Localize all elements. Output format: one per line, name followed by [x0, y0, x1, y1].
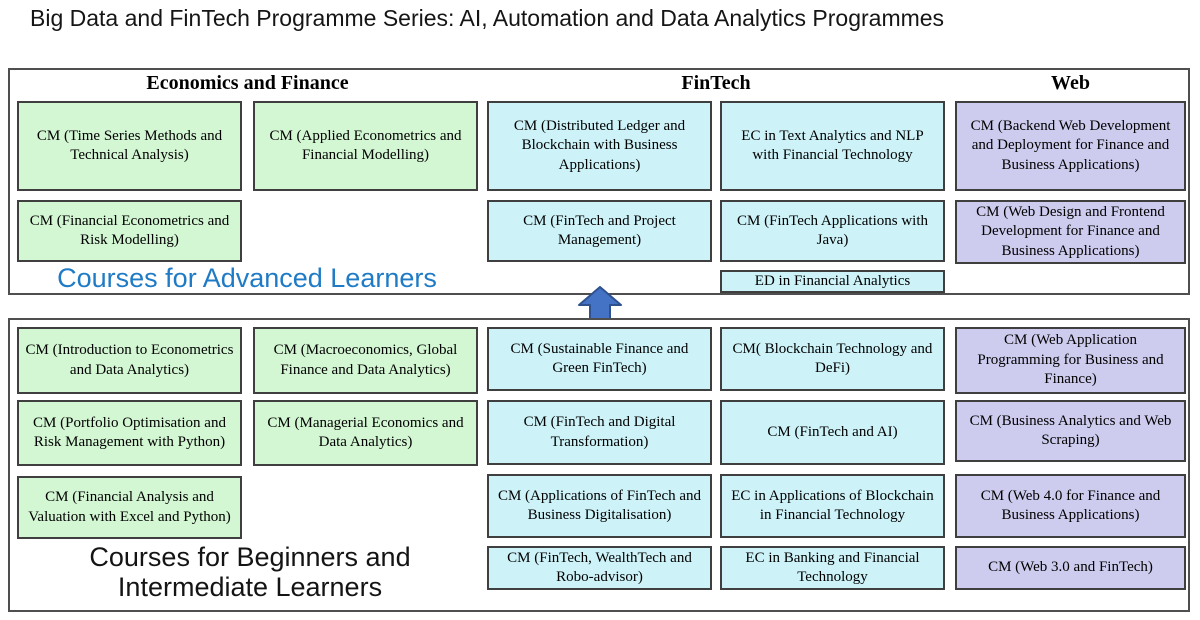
course-box: ED in Financial Analytics: [720, 270, 945, 293]
course-box: CM (Portfolio Optimisation and Risk Mana…: [17, 400, 242, 466]
course-box: CM (FinTech Applications with Java): [720, 200, 945, 262]
course-box: EC in Text Analytics and NLP with Financ…: [720, 101, 945, 191]
course-box: EC in Applications of Blockchain in Fina…: [720, 474, 945, 538]
course-box: CM (Applications of FinTech and Business…: [487, 474, 712, 538]
course-box: CM (Web Design and Frontend Development …: [955, 200, 1186, 264]
column-header-web: Web: [1051, 72, 1090, 94]
column-header-fintech: FinTech: [681, 72, 751, 94]
column-header-economics: Economics and Finance: [146, 72, 349, 94]
course-box: CM (Web Application Programming for Busi…: [955, 327, 1186, 394]
course-box: CM (Financial Analysis and Valuation wit…: [17, 476, 242, 539]
course-box: CM (Web 4.0 for Finance and Business App…: [955, 474, 1186, 538]
course-box: CM (Financial Econometrics and Risk Mode…: [17, 200, 242, 262]
course-box: CM (Introduction to Econometrics and Dat…: [17, 327, 242, 394]
course-box: CM( Blockchain Technology and DeFi): [720, 327, 945, 391]
course-box: CM (Sustainable Finance and Green FinTec…: [487, 327, 712, 391]
course-box: CM (Business Analytics and Web Scraping): [955, 400, 1186, 462]
course-box: CM (Managerial Economics and Data Analyt…: [253, 400, 478, 466]
advanced-learners-label: Courses for Advanced Learners: [57, 263, 437, 293]
course-box: CM (Applied Econometrics and Financial M…: [253, 101, 478, 191]
course-box: CM (Time Series Methods and Technical An…: [17, 101, 242, 191]
course-box: CM (FinTech, WealthTech and Robo-advisor…: [487, 546, 712, 590]
course-box: CM (Macroeconomics, Global Finance and D…: [253, 327, 478, 394]
course-box: CM (FinTech and Project Management): [487, 200, 712, 262]
course-box: EC in Banking and Financial Technology: [720, 546, 945, 590]
course-box: CM (FinTech and Digital Transformation): [487, 400, 712, 465]
course-box: CM (FinTech and AI): [720, 400, 945, 465]
course-box: CM (Backend Web Development and Deployme…: [955, 101, 1186, 191]
course-box: CM (Distributed Ledger and Blockchain wi…: [487, 101, 712, 191]
beginners-label: Courses for Beginners and Intermediate L…: [89, 542, 411, 602]
page-title: Big Data and FinTech Programme Series: A…: [30, 5, 945, 31]
course-box: CM (Web 3.0 and FinTech): [955, 546, 1186, 590]
